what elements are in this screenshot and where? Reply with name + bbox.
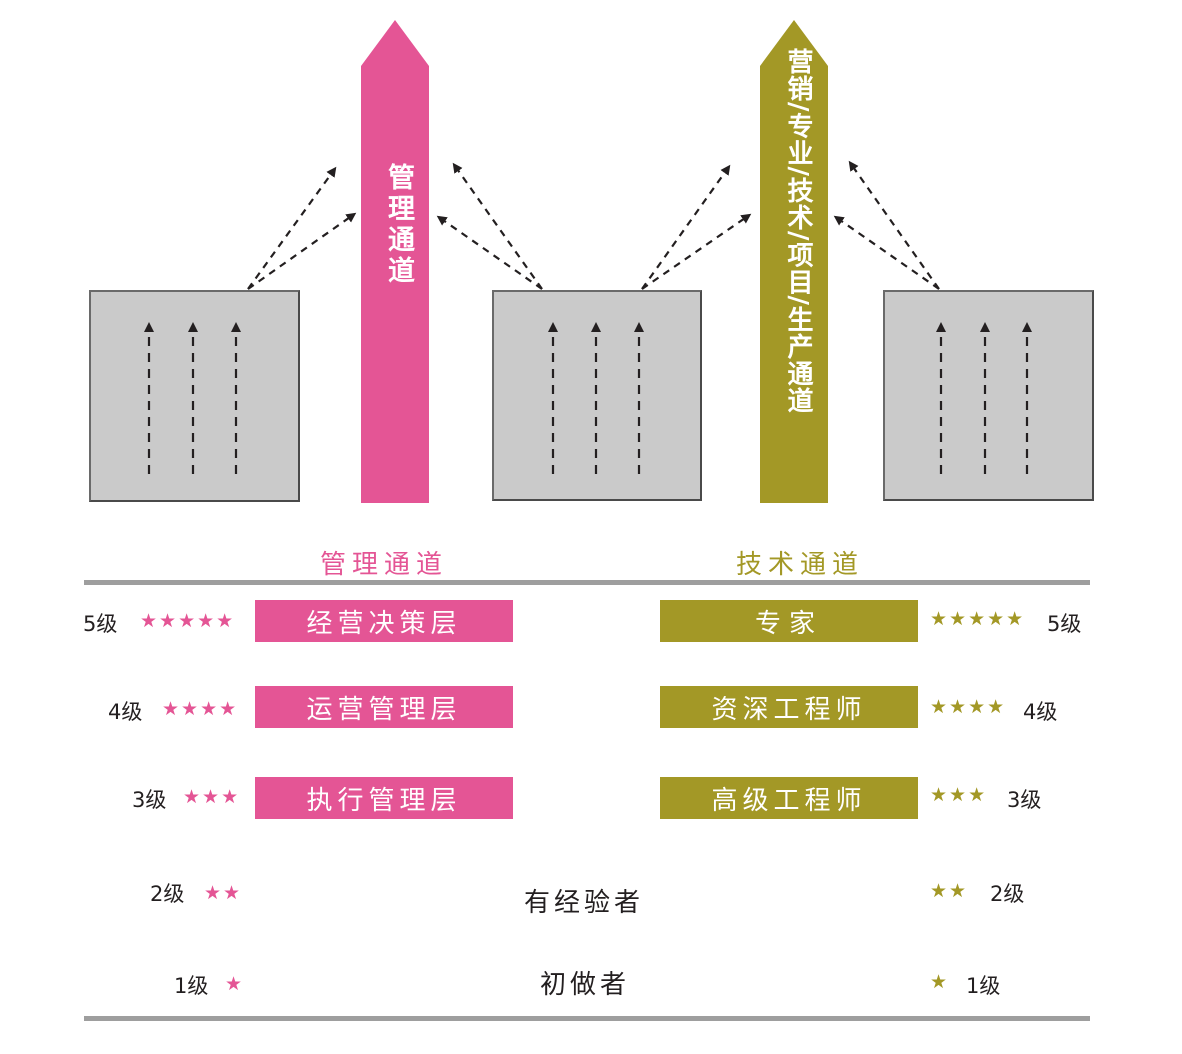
management-pillar bbox=[361, 20, 429, 503]
star-rating-right: ★★★ bbox=[930, 784, 988, 806]
level-label-right: 4级 bbox=[1023, 700, 1058, 724]
star-rating-right: ★★★★ bbox=[930, 696, 1007, 718]
star-rating-left: ★★ bbox=[204, 882, 243, 904]
technical-column-title: 技术通道 bbox=[736, 550, 865, 580]
management-tier-bar: 经营决策层 bbox=[255, 600, 513, 642]
management-tier-bar: 运营管理层 bbox=[255, 686, 513, 728]
bottom-divider bbox=[84, 1016, 1090, 1021]
technical-tier-bar: 高级工程师 bbox=[660, 777, 918, 819]
star-rating-left: ★★★ bbox=[183, 786, 241, 808]
dashed-arrow-icon bbox=[247, 212, 357, 290]
dashed-arrow-icon bbox=[247, 166, 337, 290]
technical-tier-bar: 专家 bbox=[660, 600, 918, 642]
management-column-title: 管理通道 bbox=[320, 550, 449, 580]
technical-pillar bbox=[760, 20, 828, 503]
star-rating-left: ★★★★★ bbox=[140, 610, 236, 632]
dashed-arrow-icon bbox=[641, 164, 731, 290]
technical-tier-bar: 资深工程师 bbox=[660, 686, 918, 728]
level-label-right: 5级 bbox=[1047, 612, 1082, 636]
star-rating-right: ★ bbox=[930, 971, 950, 993]
star-rating-right: ★★★★★ bbox=[930, 608, 1026, 630]
position-box-right bbox=[883, 290, 1094, 501]
management-pillar-label: 管理通道 bbox=[383, 163, 414, 287]
level-label-right: 2级 bbox=[990, 882, 1025, 906]
management-tier-bar: 执行管理层 bbox=[255, 777, 513, 819]
level-label-left: 3级 bbox=[132, 788, 167, 812]
level-label-right: 3级 bbox=[1007, 788, 1042, 812]
level-label-left: 1级 bbox=[174, 974, 209, 998]
level-label-left: 4级 bbox=[108, 700, 143, 724]
star-rating-left: ★ bbox=[225, 973, 245, 995]
level-label-left: 2级 bbox=[150, 882, 185, 906]
star-rating-left: ★★★★ bbox=[162, 698, 239, 720]
shared-tier-label: 初做者 bbox=[540, 970, 631, 1000]
box-arrow-overlay bbox=[144, 322, 1032, 474]
level-label-left: 5级 bbox=[83, 612, 118, 636]
shared-tier-label: 有经验者 bbox=[524, 888, 645, 918]
technical-pillar-label: 营销/专业/技术/项目/生产通道 bbox=[783, 48, 813, 414]
star-rating-right: ★★ bbox=[930, 880, 969, 902]
top-divider bbox=[84, 580, 1090, 585]
dashed-arrow-icon bbox=[641, 213, 752, 290]
level-label-right: 1级 bbox=[966, 974, 1001, 998]
